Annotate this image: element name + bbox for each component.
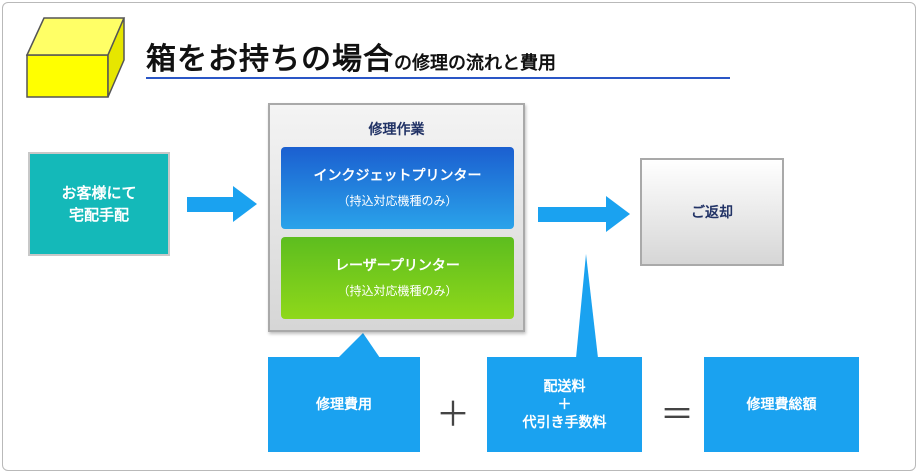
- repair-work-panel: 修理作業 インクジェットプリンター （持込対応機種のみ） レーザープリンター （…: [268, 103, 525, 332]
- shipping-line2: 代引き手数料: [522, 414, 607, 431]
- total-label: 修理費総額: [746, 396, 817, 413]
- laser-note: （持込対応機種のみ）: [337, 284, 458, 298]
- inkjet-name: インクジェットプリンター: [313, 168, 482, 184]
- customer-shipping-box: お客様にて 宅配手配: [28, 152, 170, 256]
- return-label: ご返却: [691, 205, 733, 221]
- arrow-repair-to-return: [538, 196, 630, 232]
- plus-sign: ＋: [436, 395, 470, 435]
- repair-title: 修理作業: [368, 122, 425, 138]
- callout-pointer-shipping: [576, 254, 598, 358]
- repair-fee-box: 修理費用: [268, 357, 420, 452]
- title-underline: [146, 77, 730, 79]
- title-main: 箱をお持ちの場合: [146, 42, 394, 77]
- inkjet-printer-box: インクジェットプリンター （持込対応機種のみ）: [281, 147, 514, 229]
- inkjet-note: （持込対応機種のみ）: [337, 194, 458, 208]
- total-fee-box: 修理費総額: [704, 357, 859, 452]
- shipping-line1: 配送料: [543, 378, 586, 395]
- repair-fee-label: 修理費用: [316, 396, 372, 413]
- laser-printer-box: レーザープリンター （持込対応機種のみ）: [281, 237, 514, 319]
- customer-line2: 宅配手配: [68, 206, 129, 224]
- laser-name: レーザープリンター: [335, 258, 460, 274]
- equals-sign: ＝: [660, 395, 694, 435]
- shipping-fee-box: 配送料 ＋ 代引き手数料: [487, 357, 642, 452]
- title-sub: の修理の流れと費用: [394, 53, 556, 74]
- shipping-plus: ＋: [557, 396, 572, 413]
- customer-line1: お客様にて: [61, 184, 137, 202]
- callout-pointer-repair-fee: [338, 333, 380, 358]
- cube-icon: [25, 17, 126, 98]
- arrow-customer-to-repair: [187, 186, 257, 222]
- page-title: 箱をお持ちの場合の修理の流れと費用: [146, 34, 556, 77]
- return-box: ご返却: [640, 158, 784, 266]
